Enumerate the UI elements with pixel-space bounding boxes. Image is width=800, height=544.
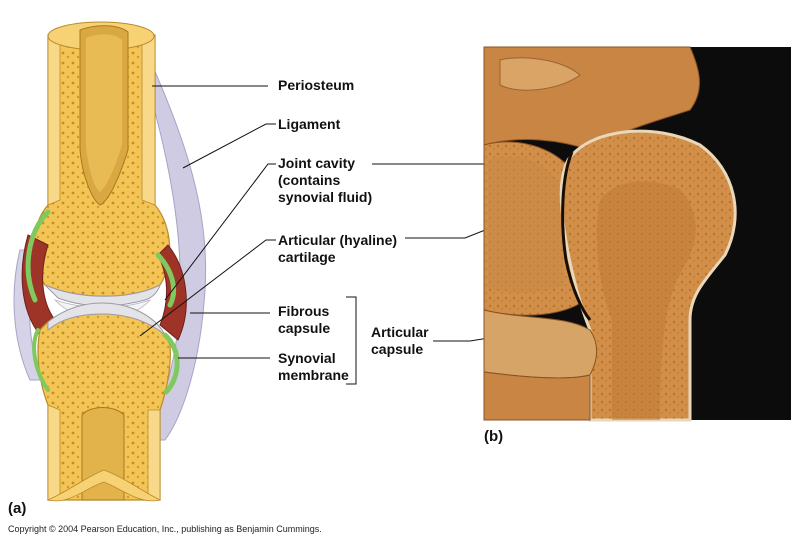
label-articular-capsule: Articular capsule: [371, 324, 429, 357]
photo-medullary-region: [596, 181, 696, 420]
copyright-notice: Copyright © 2004 Pearson Education, Inc.…: [8, 524, 322, 534]
photo-acromion: [499, 57, 581, 91]
leader-articular-cartilage: [139, 239, 276, 337]
upper-compact-left: [47, 34, 61, 206]
label-joint-cavity: Joint cavity (contains synovial fluid): [278, 155, 373, 205]
panel-label-a: (a): [8, 500, 27, 517]
photo-glenoid-inner: [488, 156, 565, 293]
panel-label-b: (b): [484, 428, 504, 445]
lower-compact-left: [47, 404, 61, 501]
synovial-membrane-upper-left: [25, 209, 51, 303]
label-ligament: Ligament: [278, 116, 341, 132]
lower-compact-right: [147, 409, 161, 501]
label-synovial-membrane: Synovial membrane: [278, 350, 349, 383]
photo-joint-cavity-line: [561, 151, 592, 321]
upper-medullary-inner: [86, 34, 122, 193]
articular-capsule-bracket: [346, 296, 357, 385]
upper-compact-right: [141, 34, 156, 206]
synovial-membrane-upper-right: [155, 252, 176, 308]
schematic-joint: [13, 21, 207, 502]
label-periosteum: Periosteum: [278, 77, 355, 93]
label-articular-cartilage: Articular (hyaline) cartilage: [278, 232, 398, 265]
synovial-membrane-lower-left: [32, 328, 50, 392]
leader-ligament: [182, 123, 276, 169]
photo-lower-tissue: [483, 371, 591, 421]
label-fibrous-capsule: Fibrous capsule: [278, 303, 331, 336]
leader-joint-cavity: [164, 163, 276, 301]
lower-cut-face: [46, 469, 162, 502]
joint-photograph: [483, 46, 791, 422]
synovial-membrane-lower-right: [162, 332, 180, 395]
